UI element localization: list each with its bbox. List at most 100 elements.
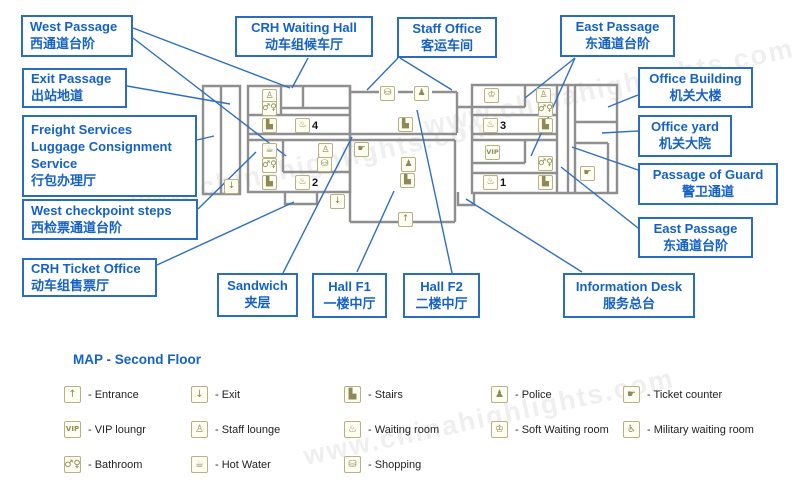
callout-text-en: West Passage	[30, 19, 118, 35]
legend-label: - Soft Waiting room	[515, 423, 609, 436]
map-icon-entrance: ↑	[398, 212, 413, 227]
legend-item-shopping: ⛁- Shopping	[344, 456, 421, 473]
hot-water-icon: ☕	[191, 456, 208, 473]
map-icon-bathroom: ♂♀	[538, 102, 553, 117]
callout-text-en: Hall F1	[328, 278, 371, 294]
callout-office-building: Office Building 机关大楼	[638, 67, 753, 108]
callout-text-zh: 动车组候车厅	[264, 36, 343, 52]
callout-text-zh: 机关大楼	[669, 87, 722, 103]
callout-text-en: East Passage	[653, 220, 738, 236]
map-icon-stairs: ▙	[262, 175, 277, 190]
callout-hall-f1: Hall F1 一楼中厅	[312, 273, 387, 318]
map-icon-exit: ↓	[224, 179, 239, 194]
waiting-room-number: 3	[500, 120, 507, 132]
callout-office-yard: Office yard 机关大院	[638, 115, 732, 157]
legend-item-vip: VIP - VIP loungr	[64, 421, 146, 438]
legend-item-ticket-counter: ☛ - Ticket counter	[623, 386, 722, 403]
legend-item-staff-lounge: ♙ - Staff lounge	[191, 421, 280, 438]
legend-label: - Police	[515, 388, 552, 401]
callout-text-zh: 动车组售票厅	[31, 277, 110, 293]
callout-text-zh: 出站地道	[31, 88, 84, 103]
bathroom-icon: ♂♀	[64, 456, 81, 473]
map-icon-shopping: ⛁	[380, 86, 395, 101]
callout-crh-ticket-office: CRH Ticket Office 动车组售票厅	[22, 258, 157, 297]
callout-staff-office: Staff Office 客运车间	[397, 17, 497, 58]
callout-text-zh: 西通道台阶	[30, 36, 96, 51]
callout-text-en: Sandwich	[227, 278, 288, 294]
callout-text-zh: 服务总台	[602, 295, 655, 311]
map-icon-bathroom: ♂♀	[538, 156, 553, 171]
map-icon-staff-lounge: ♙	[318, 143, 333, 158]
floorplan-walls	[201, 83, 619, 224]
callout-exit-passage: Exit Passage 出站地道	[22, 68, 127, 108]
map-icon-stairs: ▙	[400, 173, 415, 188]
callout-text-zh: 行包办理厅	[31, 172, 97, 188]
map-icon-exit: ↓	[330, 194, 345, 209]
callout-text-en: Luggage Consignment	[31, 139, 172, 155]
callout-text-en: East Passage	[575, 19, 660, 35]
callout-east-passage-top: East Passage 东通道台阶	[560, 15, 675, 57]
callout-information-desk: Information Desk 服务总台	[563, 273, 695, 318]
legend-item-military: ♿ - Military waiting room	[623, 421, 754, 438]
map-icon-stairs: ▙	[398, 117, 413, 132]
callout-text-zh: 夹层	[244, 295, 271, 310]
callout-text-zh: 东通道台阶	[584, 36, 650, 51]
waiting-room-number: 1	[500, 177, 507, 189]
staff-lounge-icon: ♙	[191, 421, 208, 438]
legend-label: - Staff lounge	[215, 423, 281, 436]
vip-icon: VIP	[64, 421, 81, 438]
callout-east-passage-bottom: East Passage 东通道台阶	[638, 217, 753, 258]
legend-label: - Bathroom	[88, 458, 143, 471]
callout-west-checkpoint-steps: West checkpoint steps 西检票通道台阶	[22, 199, 198, 240]
legend-label: - Shopping	[368, 458, 422, 471]
callout-text-en: West checkpoint steps	[31, 202, 172, 218]
legend-label: - Ticket counter	[647, 388, 723, 401]
callout-text-zh: 机关大院	[658, 136, 711, 151]
callout-crh-waiting-hall: CRH Waiting Hall 动车组候车厅	[235, 16, 373, 57]
legend-item-hot-water: ☕ - Hot Water	[191, 456, 271, 473]
callout-text-zh: 警卫通道	[681, 184, 734, 199]
legend-item-exit: ↓- Exit	[191, 386, 240, 403]
map-icon-ticket-counter: ☛	[354, 142, 369, 157]
ticket-counter-icon: ☛	[623, 386, 640, 403]
callout-text-zh: 一楼中厅	[323, 295, 376, 311]
map-icon-stairs: ▙	[262, 118, 277, 133]
waiting-room-icon: ♨	[344, 421, 361, 438]
callout-hall-f2: Hall F2 二楼中厅	[403, 273, 480, 318]
legend-item-stairs: ▙- Stairs	[344, 386, 403, 403]
callout-text-en: Staff Office	[412, 20, 482, 36]
police-icon: ♟	[491, 386, 508, 403]
military-icon: ♿	[623, 421, 640, 438]
callout-text-en: CRH Waiting Hall	[251, 19, 357, 35]
map-icon-soft-waiting: ♔	[484, 88, 499, 103]
map-icon-police: ♟	[401, 157, 416, 172]
map-icon-waiting-room: ♨	[295, 118, 310, 133]
legend-item-entrance: ↑- Entrance	[64, 386, 139, 403]
callout-text-en: Passage of Guard	[652, 167, 764, 183]
waiting-room-number: 2	[312, 177, 319, 189]
legend-label: - Exit	[215, 388, 241, 401]
callout-text-en: Office Building	[649, 70, 742, 86]
legend-label: - VIP loungr	[88, 423, 146, 436]
map-icon-bathroom: ♂♀	[262, 158, 277, 173]
legend-label: - Hot Water	[215, 458, 271, 471]
map-icon-hot-water: ☕	[262, 143, 277, 158]
legend-title: MAP - Second Floor	[73, 352, 202, 367]
callout-text-zh: 东通道台阶	[662, 237, 728, 253]
map-icon-staff-lounge: ♙	[536, 88, 551, 103]
callout-text-zh: 客运车间	[420, 37, 473, 53]
stairs-icon: ▙	[344, 386, 361, 403]
map-icon-bathroom: ♂♀	[262, 101, 277, 116]
callout-text-en: Exit Passage	[31, 71, 112, 87]
soft-waiting-icon: ♔	[491, 421, 508, 438]
leader-lines	[126, 27, 639, 274]
legend-item-waiting-room: ♨ - Waiting room	[344, 421, 439, 438]
map-icon-waiting-room: ♨	[483, 118, 498, 133]
callout-text-en: Office yard	[651, 119, 719, 135]
map-icon-waiting-room: ♨	[483, 175, 498, 190]
legend-label: - Waiting room	[368, 423, 440, 436]
entrance-icon: ↑	[64, 386, 81, 403]
map-icon-waiting-room: ♨	[295, 175, 310, 190]
legend-label: - Military waiting room	[647, 423, 754, 436]
